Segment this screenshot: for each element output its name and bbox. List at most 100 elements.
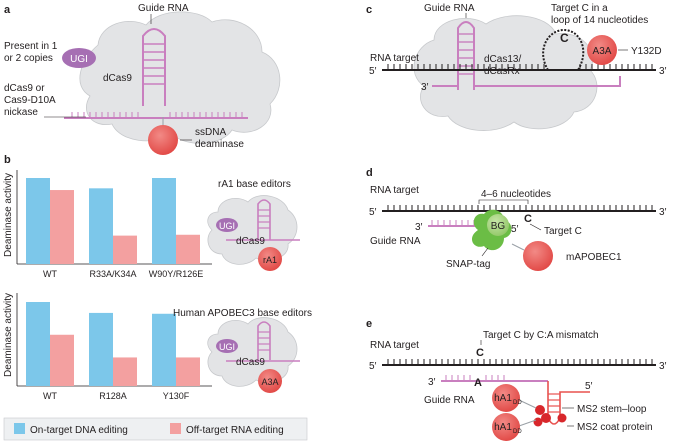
- d-mapobec-label: mAPOBEC1: [566, 252, 622, 263]
- bar-on-target-1: [89, 188, 113, 264]
- bars-bottom: [26, 302, 200, 386]
- mini-ugi-top: [216, 218, 238, 232]
- mini-a3a-label: A3A: [261, 377, 278, 387]
- bg-circle: [487, 214, 509, 236]
- panel-c: c C 3′ 5′ 3′ A3A Y132D Guide RNA Target …: [366, 3, 667, 131]
- x-tick-label: R128A: [99, 391, 127, 401]
- x-tick-label: WT: [43, 391, 57, 401]
- ha1-top-label: hA1: [494, 393, 512, 404]
- bar-on-target-2: [152, 178, 176, 264]
- bar-on-target-1: [89, 312, 113, 386]
- bar-off-target-2: [176, 357, 200, 386]
- bars-top: [26, 178, 200, 264]
- d-guide-rna-label: Guide RNA: [370, 236, 421, 247]
- legend-on-target: On-target DNA editing: [30, 425, 128, 436]
- x-tick-label: Y130F: [163, 391, 190, 401]
- ugi-shape: [62, 48, 96, 68]
- legend-swatch-off: [170, 423, 181, 434]
- bg-label: BG: [491, 221, 506, 232]
- e-ms2-5: 5′: [585, 381, 593, 392]
- bar-off-target-0: [50, 190, 74, 264]
- d-rna-target-label: RNA target: [370, 185, 419, 196]
- ha1-bottom-circle: [492, 413, 520, 441]
- chart-top-title: rA1 base editors: [218, 179, 291, 190]
- ms2-rungs: [548, 393, 560, 413]
- ylabel-bottom: Deaminase activity: [3, 293, 14, 377]
- bar-on-target-2: [152, 313, 176, 386]
- d-guide-3: 3′: [415, 222, 423, 233]
- bar-on-target-0: [26, 302, 50, 386]
- d-snap-label: SNAP-tag: [446, 259, 490, 270]
- panel-a: a UGI Guide RNA Present: [4, 3, 281, 155]
- deaminase-label-1: ssDNA: [195, 127, 226, 138]
- ylabel-top: Deaminase activity: [3, 173, 14, 257]
- nickase-label-2: Cas9-D10A: [4, 95, 56, 106]
- dcas13-cloud: [413, 15, 598, 131]
- c-hairpin-rungs: [458, 33, 474, 75]
- legend-box: [3, 417, 308, 441]
- legend-off-target: Off-target RNA editing: [186, 425, 284, 436]
- bar-off-target-1: [113, 357, 137, 386]
- x-tick-label: W90Y/R126E: [149, 269, 204, 279]
- e-three: 3′: [659, 361, 667, 372]
- nickase-label-3: nickase: [4, 107, 38, 118]
- d-target-c-label: Target C: [544, 226, 582, 237]
- c-guide-rna-label: Guide RNA: [424, 3, 475, 14]
- ha1-top-sub: DD: [513, 400, 522, 406]
- dcas9-label-a: dCas9: [103, 73, 132, 84]
- mini-rungs-bottom: [258, 331, 270, 351]
- e-target-label: Target C by C:A mismatch: [483, 330, 599, 341]
- d-nucleotides: 4–6 nucleotides: [481, 189, 551, 200]
- hairpin-rungs: [143, 43, 165, 85]
- e-ms2-loop-label: MS2 stem–loop: [577, 404, 647, 415]
- c-guide-3: 3′: [421, 82, 429, 93]
- ha1-top-circle: [492, 384, 520, 412]
- mini-dcas9-top: dCas9: [236, 236, 265, 247]
- panel-e-label: e: [366, 318, 372, 330]
- mini-rungs-top: [258, 209, 270, 229]
- c-hairpin: [457, 21, 475, 90]
- ms2-stem-loop: [547, 381, 590, 425]
- c-rna-target-label: RNA target: [370, 53, 419, 64]
- ms2-coat-protein: [533, 405, 567, 427]
- panel-d-label: d: [366, 167, 373, 179]
- e-target-c: C: [476, 347, 484, 359]
- ha1-bottom-label: hA1: [494, 422, 512, 433]
- d-five: 5′: [369, 207, 377, 218]
- mini-dcas9-bottom: dCas9: [236, 357, 265, 368]
- c-mutation: Y132D: [631, 46, 662, 57]
- e-rna-target-label: RNA target: [370, 340, 419, 351]
- e-ms2-coat-label: MS2 coat protein: [577, 422, 653, 433]
- d-bracket: [478, 199, 529, 204]
- c-dcas13-2: dCasRx: [484, 66, 520, 77]
- present-label-2: or 2 copies: [4, 53, 53, 64]
- chart-bottom-title: Human APOBEC3 base editors: [173, 308, 312, 319]
- panel-e: e RNA target 5′ 3′ C Target C by C:A mis…: [366, 318, 667, 441]
- mini-a3a-circle: [258, 369, 282, 393]
- c-five: 5′: [369, 66, 377, 77]
- mini-ugi-label-bottom: UGI: [219, 342, 235, 352]
- mini-hairpin-top: [257, 199, 271, 240]
- e-five: 5′: [369, 361, 377, 372]
- c-strand-ticks: [387, 64, 653, 70]
- c-dcas13-1: dCas13/: [484, 54, 521, 65]
- guide-rna-hairpin: [142, 28, 166, 106]
- c-a3a-label: A3A: [593, 46, 612, 57]
- mini-ugi-label-top: UGI: [219, 221, 235, 231]
- bar-off-target-1: [113, 235, 137, 264]
- e-guide-rna-label: Guide RNA: [424, 395, 475, 406]
- ha1-bottom-sub: DD: [513, 429, 522, 435]
- nickase-label-1: dCas9 or: [4, 83, 45, 94]
- panel-d: d RNA target 5′ 3′ 4–6 nucleotides 3′ Gu…: [366, 167, 667, 271]
- bar-on-target-0: [26, 178, 50, 264]
- d-strand-ticks: [387, 205, 653, 211]
- present-label-1: Present in 1: [4, 41, 58, 52]
- d-target-c-letter: C: [524, 213, 532, 225]
- x-tick-label: R33A/K34A: [89, 269, 136, 279]
- deaminase-circle: [148, 125, 178, 155]
- guide-rna-label-a: Guide RNA: [138, 3, 189, 14]
- mini-ra1-label: rA1: [263, 255, 277, 265]
